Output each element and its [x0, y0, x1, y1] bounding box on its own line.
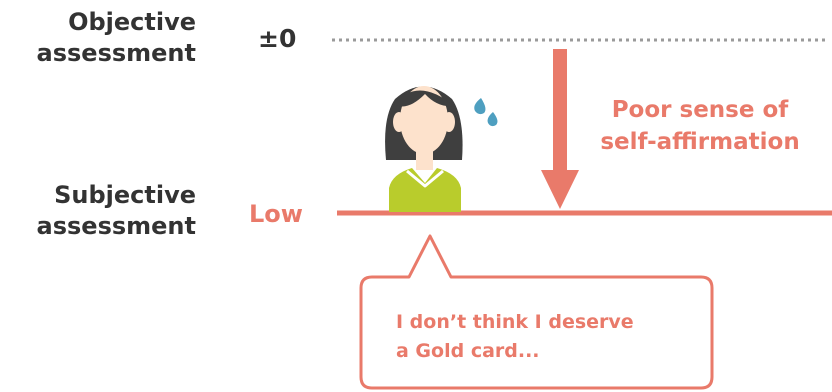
speech-bubble-line-2: a Gold card... — [396, 340, 540, 362]
effect-label-line-1: Poor sense of — [611, 97, 789, 123]
down-arrow-icon — [541, 49, 579, 209]
effect-label-line-2: self-affirmation — [600, 129, 800, 155]
speech-bubble-text: I don’t think I deserve a Gold card... — [396, 308, 706, 366]
zero-level-label: ±0 — [258, 24, 297, 53]
low-level-label: Low — [249, 200, 303, 228]
subjective-assessment-line-2: assessment — [36, 212, 196, 240]
woman-avatar-icon — [385, 86, 463, 212]
subjective-assessment-label: Subjective assessment — [37, 180, 196, 242]
speech-bubble-line-1: I don’t think I deserve — [396, 311, 634, 333]
objective-assessment-label: Objective assessment — [37, 7, 196, 69]
objective-assessment-line-1: Objective — [68, 8, 196, 36]
sweat-drop-icon — [474, 98, 498, 127]
speech-bubble — [359, 234, 714, 390]
objective-assessment-line-2: assessment — [36, 39, 196, 67]
effect-label: Poor sense of self-affirmation — [575, 94, 825, 158]
subjective-assessment-line-1: Subjective — [54, 181, 196, 209]
